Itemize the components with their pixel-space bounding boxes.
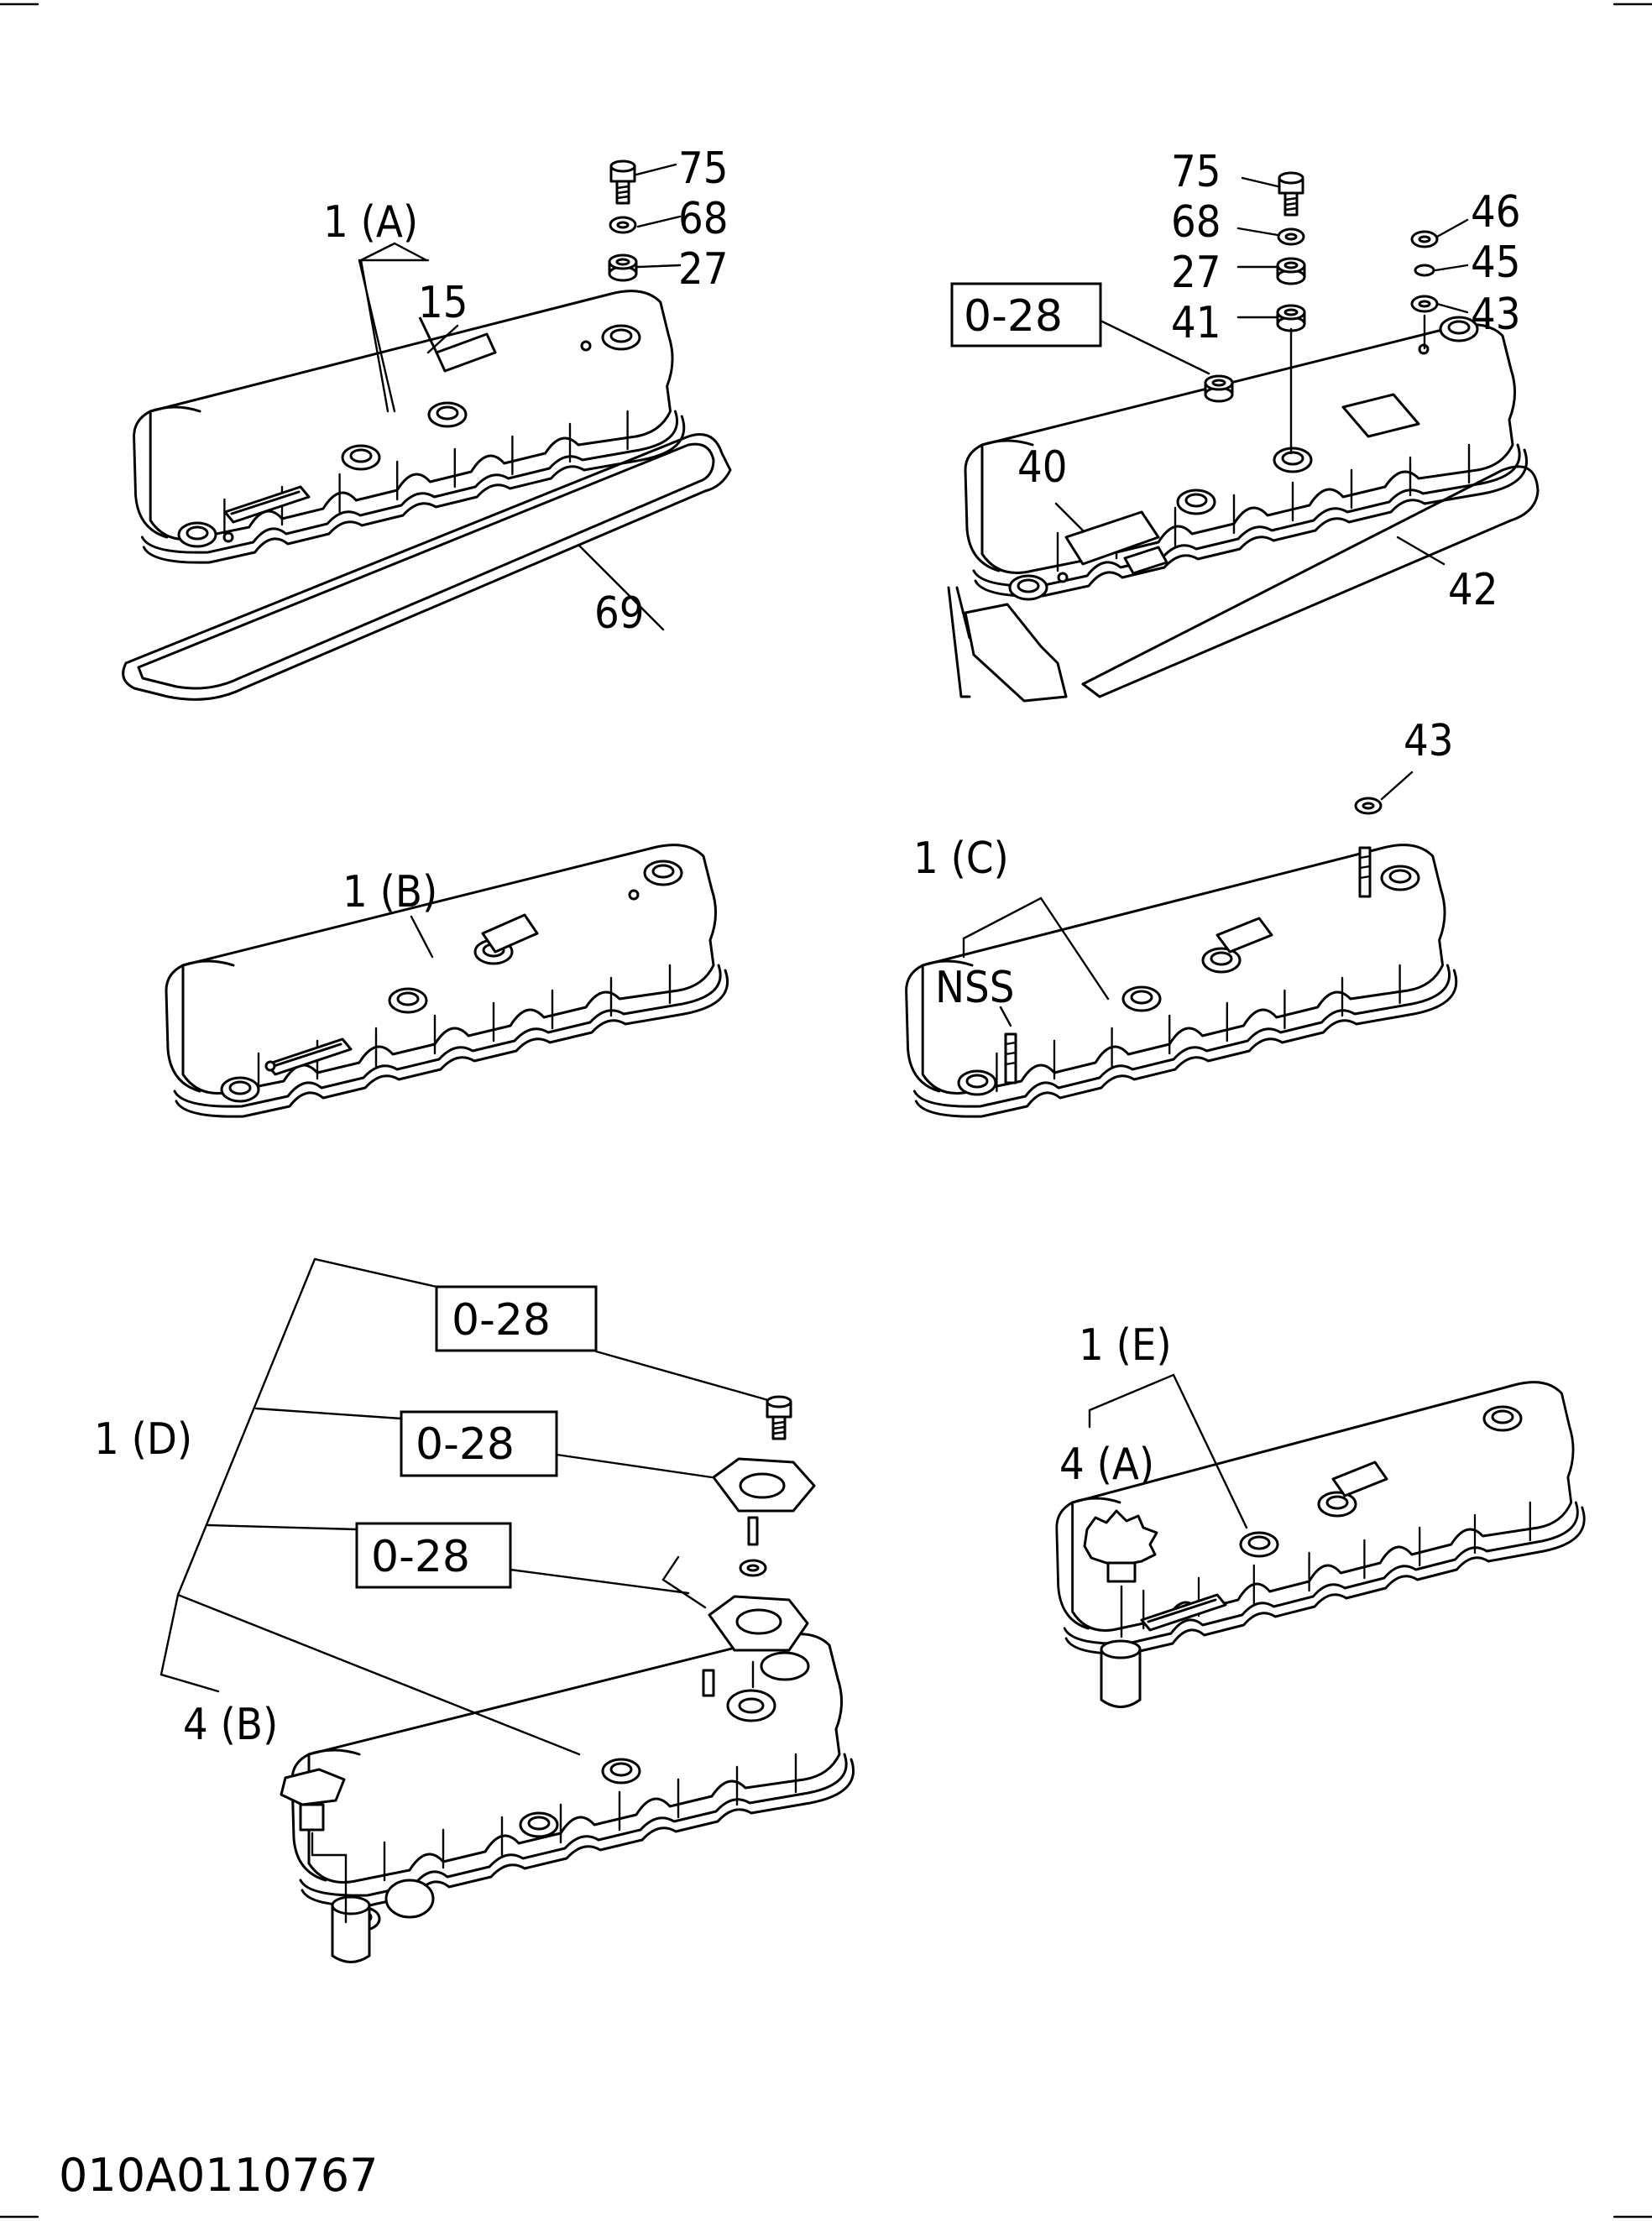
callout-1b: 1 (B): [342, 867, 437, 917]
callout-41: 41: [1171, 298, 1221, 348]
callout-69: 69: [594, 588, 645, 639]
callout-nss: NSS: [935, 963, 1014, 1013]
ref-label-4: 0-28: [371, 1532, 470, 1582]
valve-cover-assembly-d: 0-28 0-28 0-28 1 (D) 4 (B): [94, 1257, 855, 1963]
boss-tr3: [1273, 447, 1313, 473]
boss-b2: [388, 987, 428, 1014]
callout-1e: 1 (E): [1079, 1320, 1172, 1371]
boss-tr1: [1008, 574, 1048, 601]
ref-box-3: [400, 1410, 558, 1477]
grommet-27a: [608, 253, 638, 282]
stud-c: [1358, 846, 1372, 898]
ref-label-2: 0-28: [452, 1295, 551, 1346]
ref-box-2: [435, 1285, 598, 1352]
boss-b4: [643, 860, 683, 886]
trim-marks: [0, 3, 1652, 2218]
boss-c2: [1121, 985, 1162, 1012]
nut-46: [1410, 230, 1439, 248]
valve-cover-assembly-a: 1 (A) 15 75 68 27 69: [122, 144, 732, 701]
bolt-75b: [1278, 171, 1304, 217]
callout-4a: 4 (A): [1059, 1440, 1154, 1490]
washer-43a: [1410, 295, 1439, 313]
callout-27a: 27: [678, 244, 729, 295]
boss-d1: [601, 1758, 641, 1785]
boss-a1: [177, 521, 217, 548]
valve-cover-assembly-c: 43 1 (C) NSS: [905, 716, 1458, 1118]
boss-a2: [341, 444, 381, 471]
valve-cover-assembly-e: 1 (E) 4 (A): [1055, 1320, 1586, 1708]
boss-c1: [957, 1069, 997, 1096]
boss-d2: [519, 1811, 559, 1838]
boss-e3: [1482, 1405, 1523, 1432]
gasket-69: [122, 433, 732, 701]
valve-d: [739, 1559, 767, 1577]
callout-1d: 1 (D): [94, 1414, 192, 1465]
boss-c3: [1201, 947, 1242, 974]
ref-box-1: [950, 282, 1102, 348]
callout-75b: 75: [1171, 147, 1221, 197]
callout-46: 46: [1471, 187, 1521, 238]
callout-43a: 43: [1471, 290, 1521, 340]
boss-a3: [427, 401, 468, 428]
callout-40: 40: [1017, 442, 1068, 493]
callout-45: 45: [1471, 238, 1521, 288]
bolt-d: [766, 1395, 792, 1440]
plug-0-28: [1204, 374, 1234, 403]
stud-nss: [1004, 1032, 1017, 1084]
ref-label-1: 0-28: [964, 291, 1063, 342]
filler-cap-4a: [1083, 1509, 1158, 1566]
washer-68b: [1277, 227, 1305, 246]
filler-cap-4b: [280, 1768, 346, 1806]
valve-cover-b: [165, 844, 729, 1118]
callout-68b: 68: [1171, 197, 1221, 248]
callout-42: 42: [1448, 565, 1498, 615]
boss-b1: [220, 1076, 260, 1103]
callout-43b: 43: [1404, 716, 1454, 766]
name-plate-40: [1064, 510, 1160, 566]
callout-75a: 75: [678, 144, 729, 194]
oil-filler-neck-e: [1100, 1648, 1142, 1708]
callout-15: 15: [418, 278, 468, 328]
grommet-41: [1276, 304, 1306, 332]
boss-tr2: [1176, 489, 1216, 515]
boss-a4: [601, 324, 641, 351]
oil-filler-neck-d: [331, 1904, 371, 1963]
ref-box-4: [355, 1522, 512, 1589]
bolt-75a: [609, 159, 636, 205]
boss-c4: [1380, 865, 1420, 891]
callout-27b: 27: [1171, 248, 1221, 298]
valve-cover-assembly-b: 1 (B): [165, 844, 729, 1118]
ring-45: [1414, 264, 1435, 277]
grommet-27b: [1276, 257, 1306, 285]
washer-68a: [609, 216, 637, 234]
callout-4b: 4 (B): [183, 1700, 278, 1750]
callout-1a: 1 (A): [323, 197, 418, 248]
ref-label-3: 0-28: [416, 1419, 515, 1470]
callout-68a: 68: [678, 194, 729, 244]
boss-e1: [1239, 1531, 1279, 1558]
drawing-code: 010A0110767: [59, 2149, 379, 2202]
valve-cover-assembly-top-right: 0-28 75 68 27 41 46 45 43 40 42: [947, 147, 1540, 703]
boss-e2: [1317, 1491, 1357, 1518]
washer-43b: [1354, 797, 1383, 815]
callout-1c: 1 (C): [913, 834, 1009, 884]
